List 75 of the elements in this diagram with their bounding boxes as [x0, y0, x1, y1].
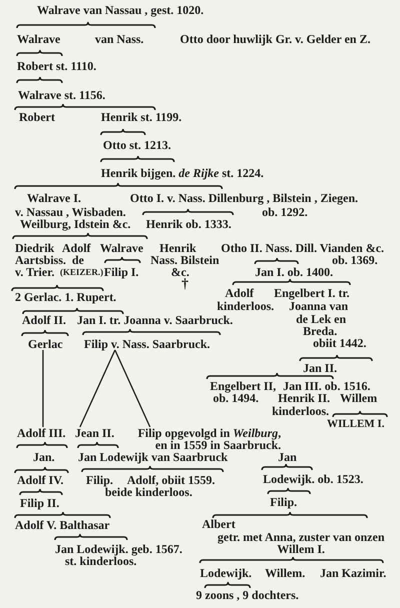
person-name: Adolf II. [22, 314, 66, 326]
person-name: Lodewijk. [200, 567, 252, 579]
person-name: Adolf [62, 242, 91, 254]
person-name: Filip. [86, 474, 114, 486]
person-name: Filip. [270, 496, 298, 508]
note-text: Joanna van [289, 300, 348, 312]
person-name: Filip II. [20, 497, 60, 509]
person-name: Jan Kazimir. [320, 567, 386, 579]
note-text: obiit 1442. [313, 337, 366, 349]
person-name: Henrik [160, 242, 196, 254]
connector-line [79, 350, 116, 428]
person-name: Henrik ob. 1333. [146, 218, 232, 230]
person-name: Diedrik [15, 242, 54, 254]
person-name: Walrave st. 1156. [18, 89, 106, 101]
person-name: Jan III. ob. 1516. [283, 380, 370, 392]
person-name: Walrave [17, 33, 60, 45]
note-text: (KEIZER.) [60, 266, 104, 278]
person-name: Willem [340, 392, 378, 404]
person-name: van Nass. [95, 33, 144, 45]
note-text: de Lek en [296, 313, 346, 325]
person-name: Henrik bijgen. de Rijke st. 1224. [101, 167, 264, 179]
person-name: Lodewijk. ob. 1523. [263, 473, 364, 485]
person-name: Adolf IV. [17, 474, 64, 486]
note-text: beide kinderloos. [105, 486, 192, 498]
note-text: 9 zoons , 9 dochters. [196, 589, 299, 601]
person-name: Albert [202, 518, 236, 530]
person-name: Jan Lodewijk van Saarbruck [78, 451, 228, 463]
note-text: Breda. [303, 325, 338, 337]
note-text: de [72, 254, 84, 266]
person-name: Henrik II. [278, 392, 330, 404]
person-name: Willem. [265, 567, 306, 579]
note-text: ob. 1369. [332, 254, 378, 266]
person-name: Filip v. Nass. Saarbruck. [84, 338, 210, 350]
person-name: Adolf V. Balthasar [15, 519, 110, 531]
note-text: Weilburg, Idstein &c. [20, 218, 131, 230]
person-name: Engelbert I. tr. [274, 287, 350, 299]
person-name: Walrave van Nassau , gest. 1020. [37, 4, 204, 16]
person-name: Otto door huwlijk Gr. v. Gelder en Z. [180, 33, 370, 45]
dagger-symbol: † [182, 279, 188, 291]
note-text: getr. met Anna, zuster van onzen Willem I. [216, 531, 386, 555]
person-name: Adolf [225, 287, 254, 299]
person-name: Jan II. [303, 362, 338, 374]
person-name: Henrik st. 1199. [101, 111, 182, 123]
person-name: Adolf III. [17, 427, 66, 439]
person-name: Jan I. tr. Joanna v. Saarbruck. [77, 314, 233, 326]
person-name: Jan I. ob. 1400. [255, 266, 334, 278]
note-text: &c. [171, 266, 190, 278]
note-text: kinderloos. [217, 300, 274, 312]
note-text: v. Trier. [15, 266, 54, 278]
person-name: Filip I. [104, 266, 139, 278]
person-name: Walrave [100, 242, 144, 254]
note-text: Aartsbiss. [15, 254, 66, 266]
note-text: ob. 1494. [213, 392, 259, 404]
note-text: ob. 1292. [262, 206, 308, 218]
note-text: kinderloos. [272, 405, 330, 417]
person-name: Walrave I. [27, 192, 81, 204]
person-name: Robert [19, 111, 55, 123]
person-name: Robert st. 1110. [17, 60, 96, 72]
person-name: Jan [278, 451, 297, 463]
person-name: Gerlac [28, 338, 63, 350]
person-name: WILLEM I. [327, 418, 384, 430]
note-text: Nass. Bilstein [150, 254, 220, 266]
person-name: Engelbert II, [210, 380, 276, 392]
person-name: Otto st. 1213. [103, 139, 171, 151]
person-name: Adolf, obiit 1559. [127, 474, 216, 486]
person-name: Jan. [33, 451, 55, 463]
person-name: Jan Lodewijk. geb. 1567. st. kinderloos. [55, 543, 184, 567]
person-name: Otho II. Nass. Dill. Vianden &c. [221, 242, 384, 254]
person-name: Filip opgevolgd in Weilburg, en in 1559 in Saarbruck. [130, 427, 281, 451]
note-text: v. Nassau , Wisbaden. [15, 206, 126, 218]
connector-line [42, 350, 44, 427]
connector-line [114, 350, 151, 428]
person-name: Otto I. v. Nass. Dillenburg , Bilstein , Ziegen. [130, 192, 358, 204]
person-name: Jean II. [75, 427, 114, 439]
person-name: 2 Gerlac. 1. Rupert. [15, 291, 116, 303]
